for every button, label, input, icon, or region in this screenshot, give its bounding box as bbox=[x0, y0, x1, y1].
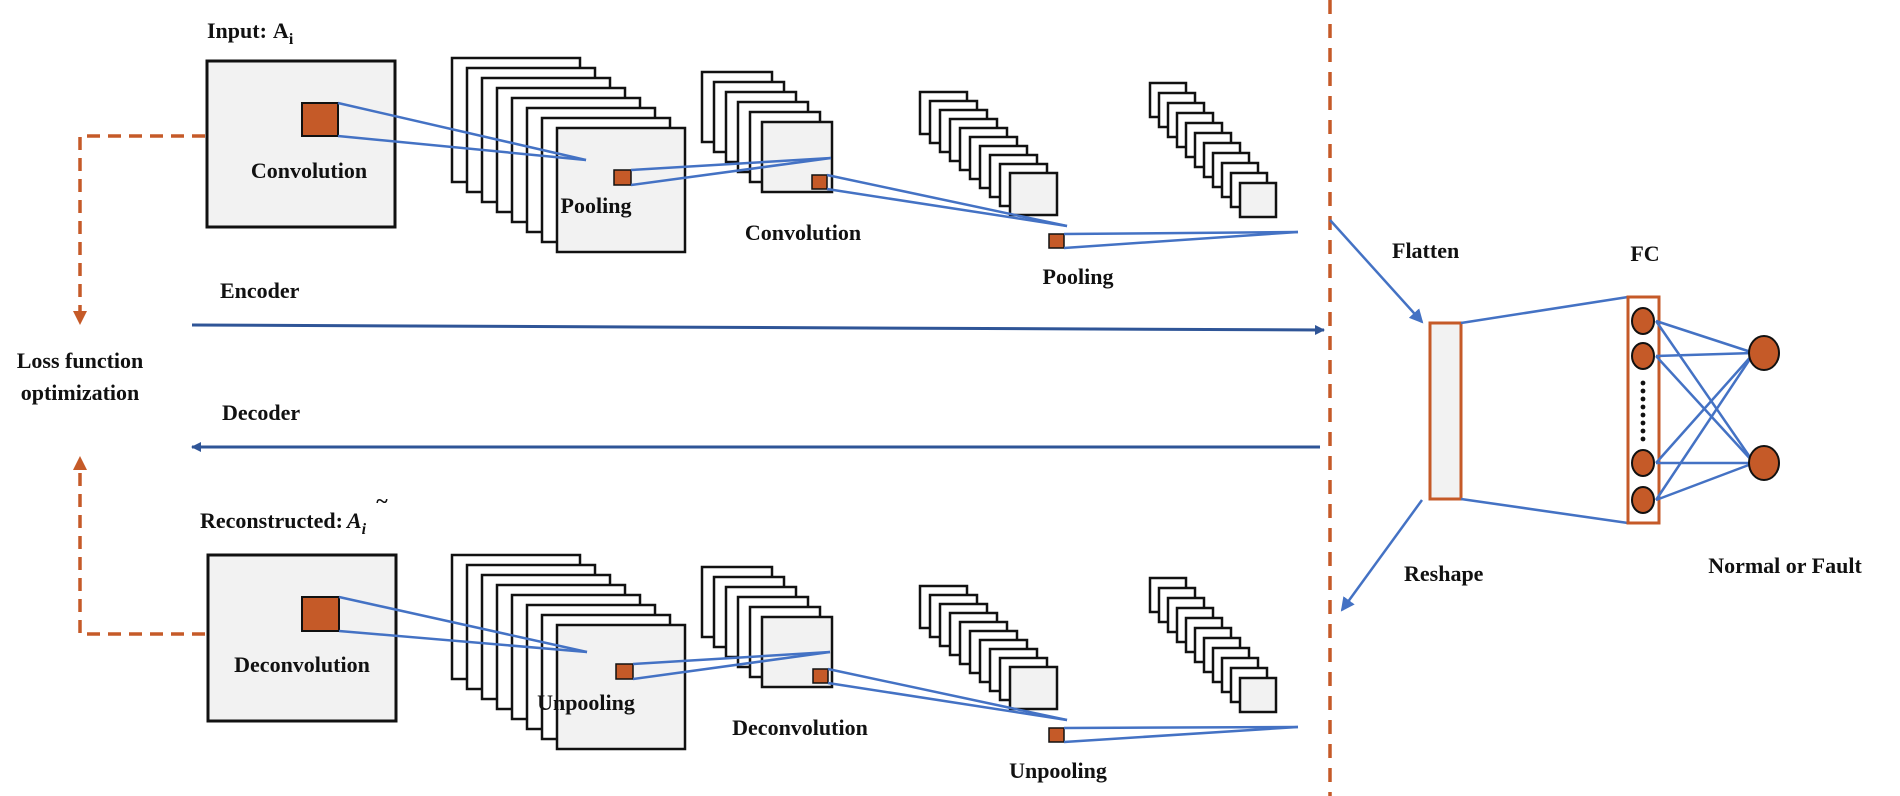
decoder-branch: Reconstructed:Ai ~ Deconvolution Unpooli… bbox=[200, 488, 1299, 783]
reconstructed-label: Reconstructed:Ai bbox=[200, 508, 367, 538]
fc-neuron bbox=[1631, 307, 1655, 335]
dec-unpooling-2-label: Unpooling bbox=[1009, 758, 1107, 783]
input-feature-map bbox=[205, 59, 397, 229]
enc-conv-kernel-2 bbox=[811, 174, 828, 190]
enc-convolution-1-label: Convolution bbox=[251, 158, 367, 183]
dec-unpool-kernel-2 bbox=[1048, 727, 1065, 743]
loss-loop: Loss function optimization bbox=[17, 134, 205, 636]
flatten-arrow bbox=[1329, 219, 1424, 324]
enc-feature-stack-3 bbox=[918, 90, 1059, 217]
encoder-arrow bbox=[191, 323, 1325, 335]
decoder-label: Decoder bbox=[222, 400, 300, 425]
enc-pool-kernel-1 bbox=[613, 169, 632, 186]
reconstructed-kernel bbox=[301, 596, 340, 632]
feature-map-layer bbox=[1008, 171, 1059, 217]
dec-unpool-kernel-1 bbox=[615, 663, 634, 680]
enc-pooling-1-label: Pooling bbox=[561, 193, 632, 218]
fc-label: FC bbox=[1630, 241, 1659, 266]
output-neuron-top bbox=[1748, 335, 1780, 371]
feature-map-layer bbox=[555, 126, 687, 254]
flattened-vector bbox=[1428, 321, 1463, 501]
input-kernel bbox=[301, 102, 339, 137]
enc-pooling-2-label: Pooling bbox=[1043, 264, 1114, 289]
loss-loop-top bbox=[73, 134, 205, 325]
loss-loop-bottom bbox=[73, 456, 205, 636]
reconstructed-tilde: ~ bbox=[376, 488, 388, 513]
feature-map-layer bbox=[1238, 676, 1278, 714]
dec-feature-stack-3 bbox=[918, 584, 1059, 711]
reconstructed-feature-map bbox=[206, 553, 398, 723]
reshape-label: Reshape bbox=[1404, 561, 1484, 586]
reshape-arrow bbox=[1340, 499, 1424, 612]
encoder-label: Encoder bbox=[220, 278, 300, 303]
output-neuron-bottom bbox=[1748, 445, 1780, 481]
decoder-arrow-group: Decoder bbox=[191, 400, 1320, 452]
fc-neuron bbox=[1631, 342, 1655, 370]
feature-map-layer bbox=[1238, 181, 1278, 219]
dec-deconvolution-2-label: Deconvolution bbox=[732, 715, 868, 740]
dec-unpooling-1-label: Unpooling bbox=[537, 690, 635, 715]
encoder-branch: Convolution Pooling Convolution Pooling … bbox=[205, 18, 1299, 289]
encoder-arrow-group: Encoder bbox=[191, 278, 1325, 335]
fc-ellipsis-dots bbox=[1640, 380, 1646, 442]
dec-deconv-kernel-2 bbox=[812, 668, 829, 684]
loss-label-line2: optimization bbox=[21, 380, 140, 405]
flatten-label: Flatten bbox=[1392, 238, 1459, 263]
vector-to-fc-bottom bbox=[1460, 497, 1629, 525]
enc-convolution-2-label: Convolution bbox=[745, 220, 861, 245]
dec-deconvolution-1-label: Deconvolution bbox=[234, 652, 370, 677]
enc-feature-stack-1 bbox=[450, 56, 687, 254]
dec-feature-stack-4 bbox=[1148, 576, 1278, 714]
fc-neurons bbox=[1631, 307, 1655, 514]
input-label: Input:Ai bbox=[207, 18, 294, 48]
enc-feature-stack-4 bbox=[1148, 81, 1278, 219]
feature-map-layer bbox=[555, 623, 687, 751]
classifier-branch: Flatten Reshape FC bbox=[1329, 219, 1862, 612]
fc-connections bbox=[1654, 319, 1756, 502]
dec-connection-lines bbox=[338, 595, 1299, 744]
vector-to-fc-top bbox=[1460, 295, 1629, 325]
enc-connection-lines bbox=[337, 101, 1299, 250]
fc-neuron bbox=[1631, 449, 1655, 477]
loss-label-line1: Loss function bbox=[17, 348, 144, 373]
fc-layer bbox=[1626, 295, 1661, 525]
feature-map-layer bbox=[1008, 665, 1059, 711]
output-label: Normal or Fault bbox=[1708, 553, 1862, 578]
dec-feature-stack-1 bbox=[450, 553, 687, 751]
dec-feature-stack-2 bbox=[700, 565, 834, 689]
fc-neuron bbox=[1631, 486, 1655, 514]
enc-pool-kernel-2 bbox=[1048, 233, 1065, 249]
